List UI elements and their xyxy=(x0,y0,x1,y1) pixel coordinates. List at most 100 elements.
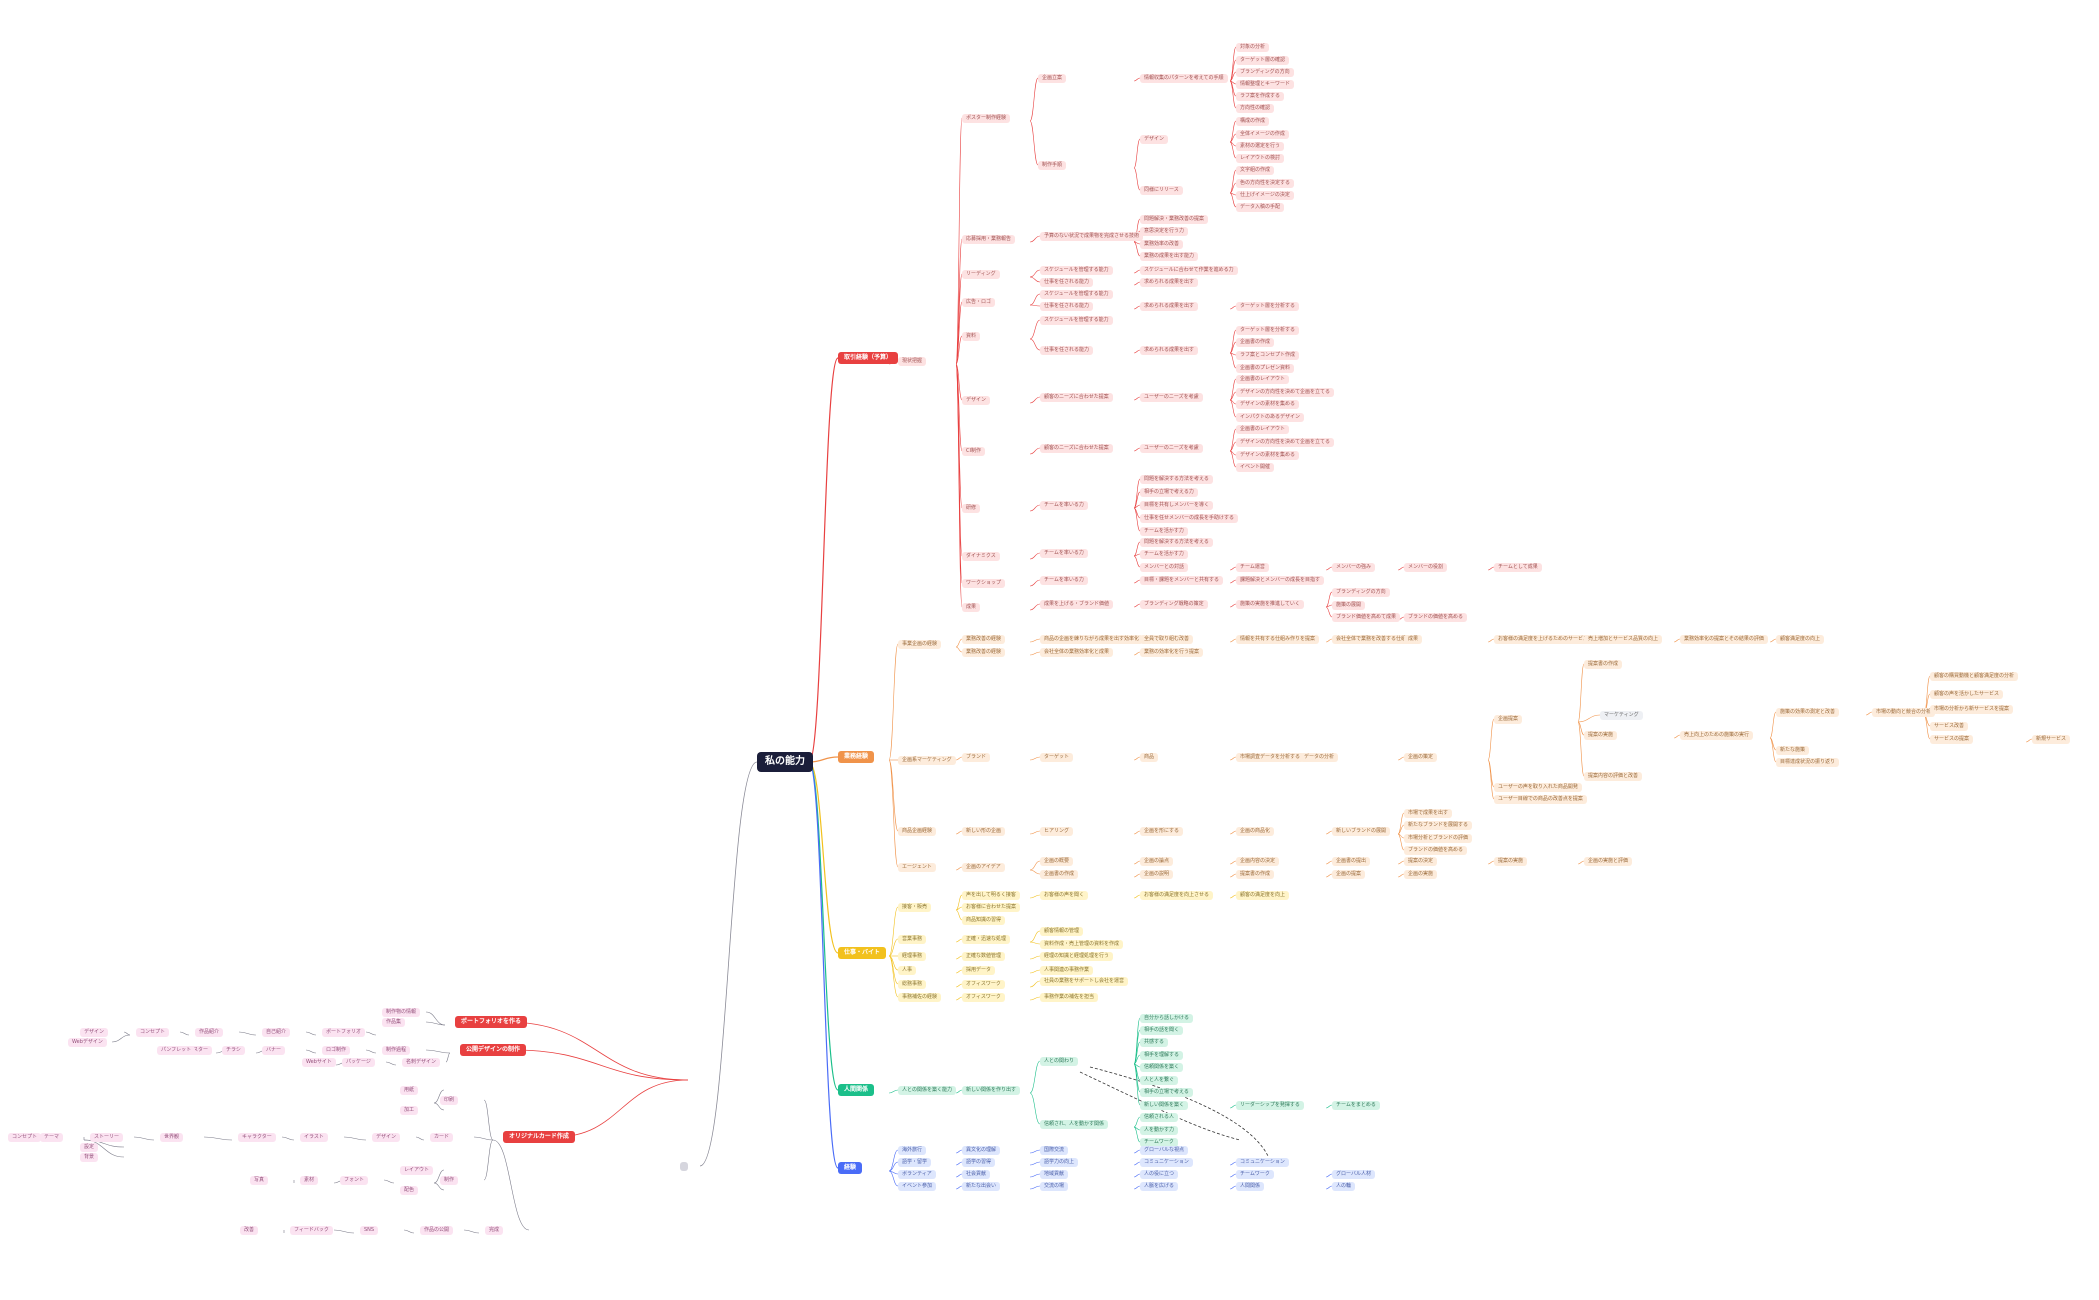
mindmap-node[interactable]: 業務の成果を出す能力 xyxy=(1140,252,1199,261)
mindmap-node[interactable]: パンフレット xyxy=(157,1046,196,1055)
mindmap-node[interactable]: 新しいブランドの展開 xyxy=(1332,827,1391,836)
mindmap-node[interactable]: 相手を理解する xyxy=(1140,1051,1184,1060)
mindmap-node[interactable]: 作品の公開 xyxy=(420,1226,454,1235)
mindmap-node[interactable]: ポスター制作経験 xyxy=(962,114,1011,123)
mindmap-node[interactable]: ブランドの価値を高める xyxy=(1404,846,1468,855)
mindmap-node[interactable]: 用紙 xyxy=(400,1086,419,1095)
mindmap-node[interactable]: 問題を解決する方法を考える xyxy=(1140,538,1213,547)
mindmap-node[interactable]: グローバル人材 xyxy=(1332,1170,1375,1179)
mindmap-node[interactable]: 色の方向性を決定する xyxy=(1236,179,1295,188)
mindmap-node[interactable]: チラシ xyxy=(222,1046,245,1055)
mindmap-node[interactable]: チームをまとめる xyxy=(1332,1101,1380,1110)
mindmap-node[interactable]: イラスト xyxy=(300,1133,328,1142)
mindmap-node[interactable]: お客様の満足度を向上させる xyxy=(1140,891,1214,900)
mindmap-node[interactable]: 企画提案 xyxy=(1494,715,1523,724)
mindmap-node[interactable]: フィードバック xyxy=(290,1226,333,1235)
mindmap-node[interactable]: ブランディングの方向 xyxy=(1236,68,1294,77)
mindmap-node[interactable]: メンバーの強み xyxy=(1332,563,1376,572)
mindmap-node[interactable]: チームを率いる力 xyxy=(1040,576,1088,585)
mindmap-node[interactable]: パッケージ xyxy=(342,1058,375,1067)
mindmap-node[interactable]: キャラクター xyxy=(238,1133,276,1142)
mindmap-node[interactable]: 世界観 xyxy=(160,1133,184,1142)
mindmap-node[interactable]: レイアウトの検討 xyxy=(1236,154,1285,163)
mindmap-node[interactable]: 業務効率化の提案とその結果の評価 xyxy=(1680,635,1768,644)
mindmap-node[interactable]: 信頼される人 xyxy=(1140,1113,1179,1122)
mindmap-node[interactable]: デザインの方向性を決めて企画を立てる xyxy=(1236,388,1335,397)
mindmap-node[interactable]: 提案の実施 xyxy=(1494,857,1528,866)
mindmap-node[interactable]: 自己紹介 xyxy=(262,1028,291,1037)
mindmap-node[interactable]: 採用データ xyxy=(962,966,996,975)
mindmap-node[interactable]: 語学・留学 xyxy=(898,1158,932,1167)
mindmap-node[interactable]: 人と人を繋ぐ xyxy=(1140,1076,1179,1085)
mindmap-node[interactable]: 共感する xyxy=(1140,1038,1169,1047)
mindmap-node[interactable]: ブランディング戦略の策定 xyxy=(1140,600,1208,609)
mindmap-node[interactable]: 社会貢献 xyxy=(962,1170,991,1179)
mindmap-node[interactable]: ブランド価値を高めて成果 xyxy=(1332,613,1401,622)
mindmap-node[interactable]: 国際交流 xyxy=(1040,1146,1069,1155)
mindmap-node[interactable]: 提案の決定 xyxy=(1404,857,1438,866)
mindmap-node[interactable]: 構成の作成 xyxy=(1236,117,1270,126)
mindmap-node[interactable]: 営業事務 xyxy=(898,935,927,944)
mindmap-node[interactable]: コミュニケーション xyxy=(1140,1158,1193,1167)
mindmap-node[interactable]: 異文化の理解 xyxy=(962,1146,1001,1155)
mindmap-node[interactable]: 人を動かす力 xyxy=(1140,1126,1179,1135)
mindmap-node[interactable]: 市場の分析から新サービスを提案 xyxy=(1930,705,2014,714)
mindmap-node[interactable]: 文字組の作成 xyxy=(1236,166,1275,175)
mindmap-node[interactable]: ターゲット層の確認 xyxy=(1236,56,1290,65)
mindmap-node[interactable]: ブランディングの方向 xyxy=(1332,588,1390,597)
mindmap-node[interactable]: 現状把握 xyxy=(898,357,927,366)
mindmap-node[interactable]: 提案書の作成 xyxy=(1584,660,1623,669)
mindmap-node[interactable]: ダイナミクス xyxy=(962,552,1000,561)
mindmap-node[interactable]: デザインの素材を集める xyxy=(1236,451,1300,460)
mindmap-node[interactable]: 交流の場 xyxy=(1040,1182,1069,1191)
mindmap-node[interactable]: 企画のアイデア xyxy=(962,863,1005,872)
mindmap-node[interactable]: 成果 xyxy=(1404,635,1423,644)
mindmap-node[interactable]: 求められる成果を出す xyxy=(1140,302,1199,311)
mindmap-node[interactable]: 語学の習得 xyxy=(962,1158,996,1167)
mindmap-node[interactable]: 新しい関係を作り出す xyxy=(962,1086,1021,1095)
mindmap-node[interactable]: チームを率いる力 xyxy=(1040,549,1088,558)
mindmap-node[interactable]: 方向性の確認 xyxy=(1236,104,1275,113)
mindmap-node[interactable]: サービス改善 xyxy=(1930,722,1969,731)
mindmap-node[interactable]: 素材の選定を行う xyxy=(1236,142,1285,151)
mindmap-node[interactable]: 総務事務 xyxy=(898,980,927,989)
mindmap-node[interactable]: リーダーシップを発揮する xyxy=(1236,1101,1304,1110)
mindmap-node[interactable]: 顧客の満足度を向上 xyxy=(1236,891,1290,900)
mindmap-node[interactable]: スケジュールを管理する能力 xyxy=(1040,316,1113,325)
mindmap-node[interactable]: 制作物の情報 xyxy=(382,1008,421,1017)
mindmap-node[interactable]: 事務補佐の経験 xyxy=(898,993,942,1002)
mindmap-node[interactable]: 研修 xyxy=(962,504,981,513)
mindmap-node[interactable]: 市場分析とブランドの評価 xyxy=(1404,834,1473,843)
mindmap-node[interactable]: 商品知識の習得 xyxy=(962,916,1006,925)
mindmap-node[interactable]: 社員の業務をサポートし会社を運営 xyxy=(1040,977,1129,986)
mindmap-node[interactable]: 相手の立場で考える力 xyxy=(1140,488,1198,497)
mindmap-node[interactable]: 加工 xyxy=(400,1106,419,1115)
mindmap-node[interactable]: チームとして成果 xyxy=(1494,563,1542,572)
mindmap-node[interactable]: デザインの素材を集める xyxy=(1236,400,1300,409)
mindmap-node[interactable]: チームワーク xyxy=(1236,1170,1274,1179)
branch-b7[interactable]: 公開デザインの制作 xyxy=(460,1044,527,1056)
mindmap-node[interactable]: ヒアリング xyxy=(1040,827,1074,836)
branch-b8[interactable]: オリジナルカード作成 xyxy=(503,1131,575,1143)
mindmap-node[interactable]: スケジュールを管理する能力 xyxy=(1040,290,1113,299)
mindmap-node[interactable]: ユーザー目線での商品の改善点を提案 xyxy=(1494,795,1587,804)
mindmap-node[interactable]: ブランドの価値を高める xyxy=(1404,613,1468,622)
mindmap-node[interactable]: 経理の知識と経理処理を行う xyxy=(1040,952,1114,961)
mindmap-node[interactable]: ラフ案とコンセプト作成 xyxy=(1236,351,1300,360)
mindmap-node[interactable]: 商品企画経験 xyxy=(898,827,937,836)
mindmap-node[interactable]: 目標を共有しメンバーを導く xyxy=(1140,501,1214,510)
mindmap-node[interactable]: デザインの方向性を決めて企画を立てる xyxy=(1236,438,1335,447)
mindmap-node[interactable]: 改善 xyxy=(240,1226,259,1235)
mindmap-node[interactable]: 仕事を任される能力 xyxy=(1040,278,1094,287)
mindmap-node[interactable]: 制作手順 xyxy=(1038,161,1067,170)
mindmap-node[interactable]: 情報整理とキーワード xyxy=(1236,80,1295,89)
mindmap-node[interactable]: 施策の実施を推進していく xyxy=(1236,600,1304,609)
mindmap-node[interactable]: 配色 xyxy=(400,1186,419,1195)
mindmap-node[interactable]: 商品の企画を練りながら成果を出す効率化 xyxy=(1040,635,1144,644)
mindmap-node[interactable]: 企画の概要 xyxy=(1040,857,1074,866)
mindmap-node[interactable]: 事業企画の経験 xyxy=(898,640,942,649)
branch-b4[interactable]: 人間関係 xyxy=(838,1084,875,1096)
mindmap-node[interactable]: テーマ xyxy=(40,1133,64,1142)
mindmap-node[interactable]: 企画の提案 xyxy=(1332,870,1366,879)
branch-b1[interactable]: 取引経験（予算） xyxy=(838,352,899,364)
